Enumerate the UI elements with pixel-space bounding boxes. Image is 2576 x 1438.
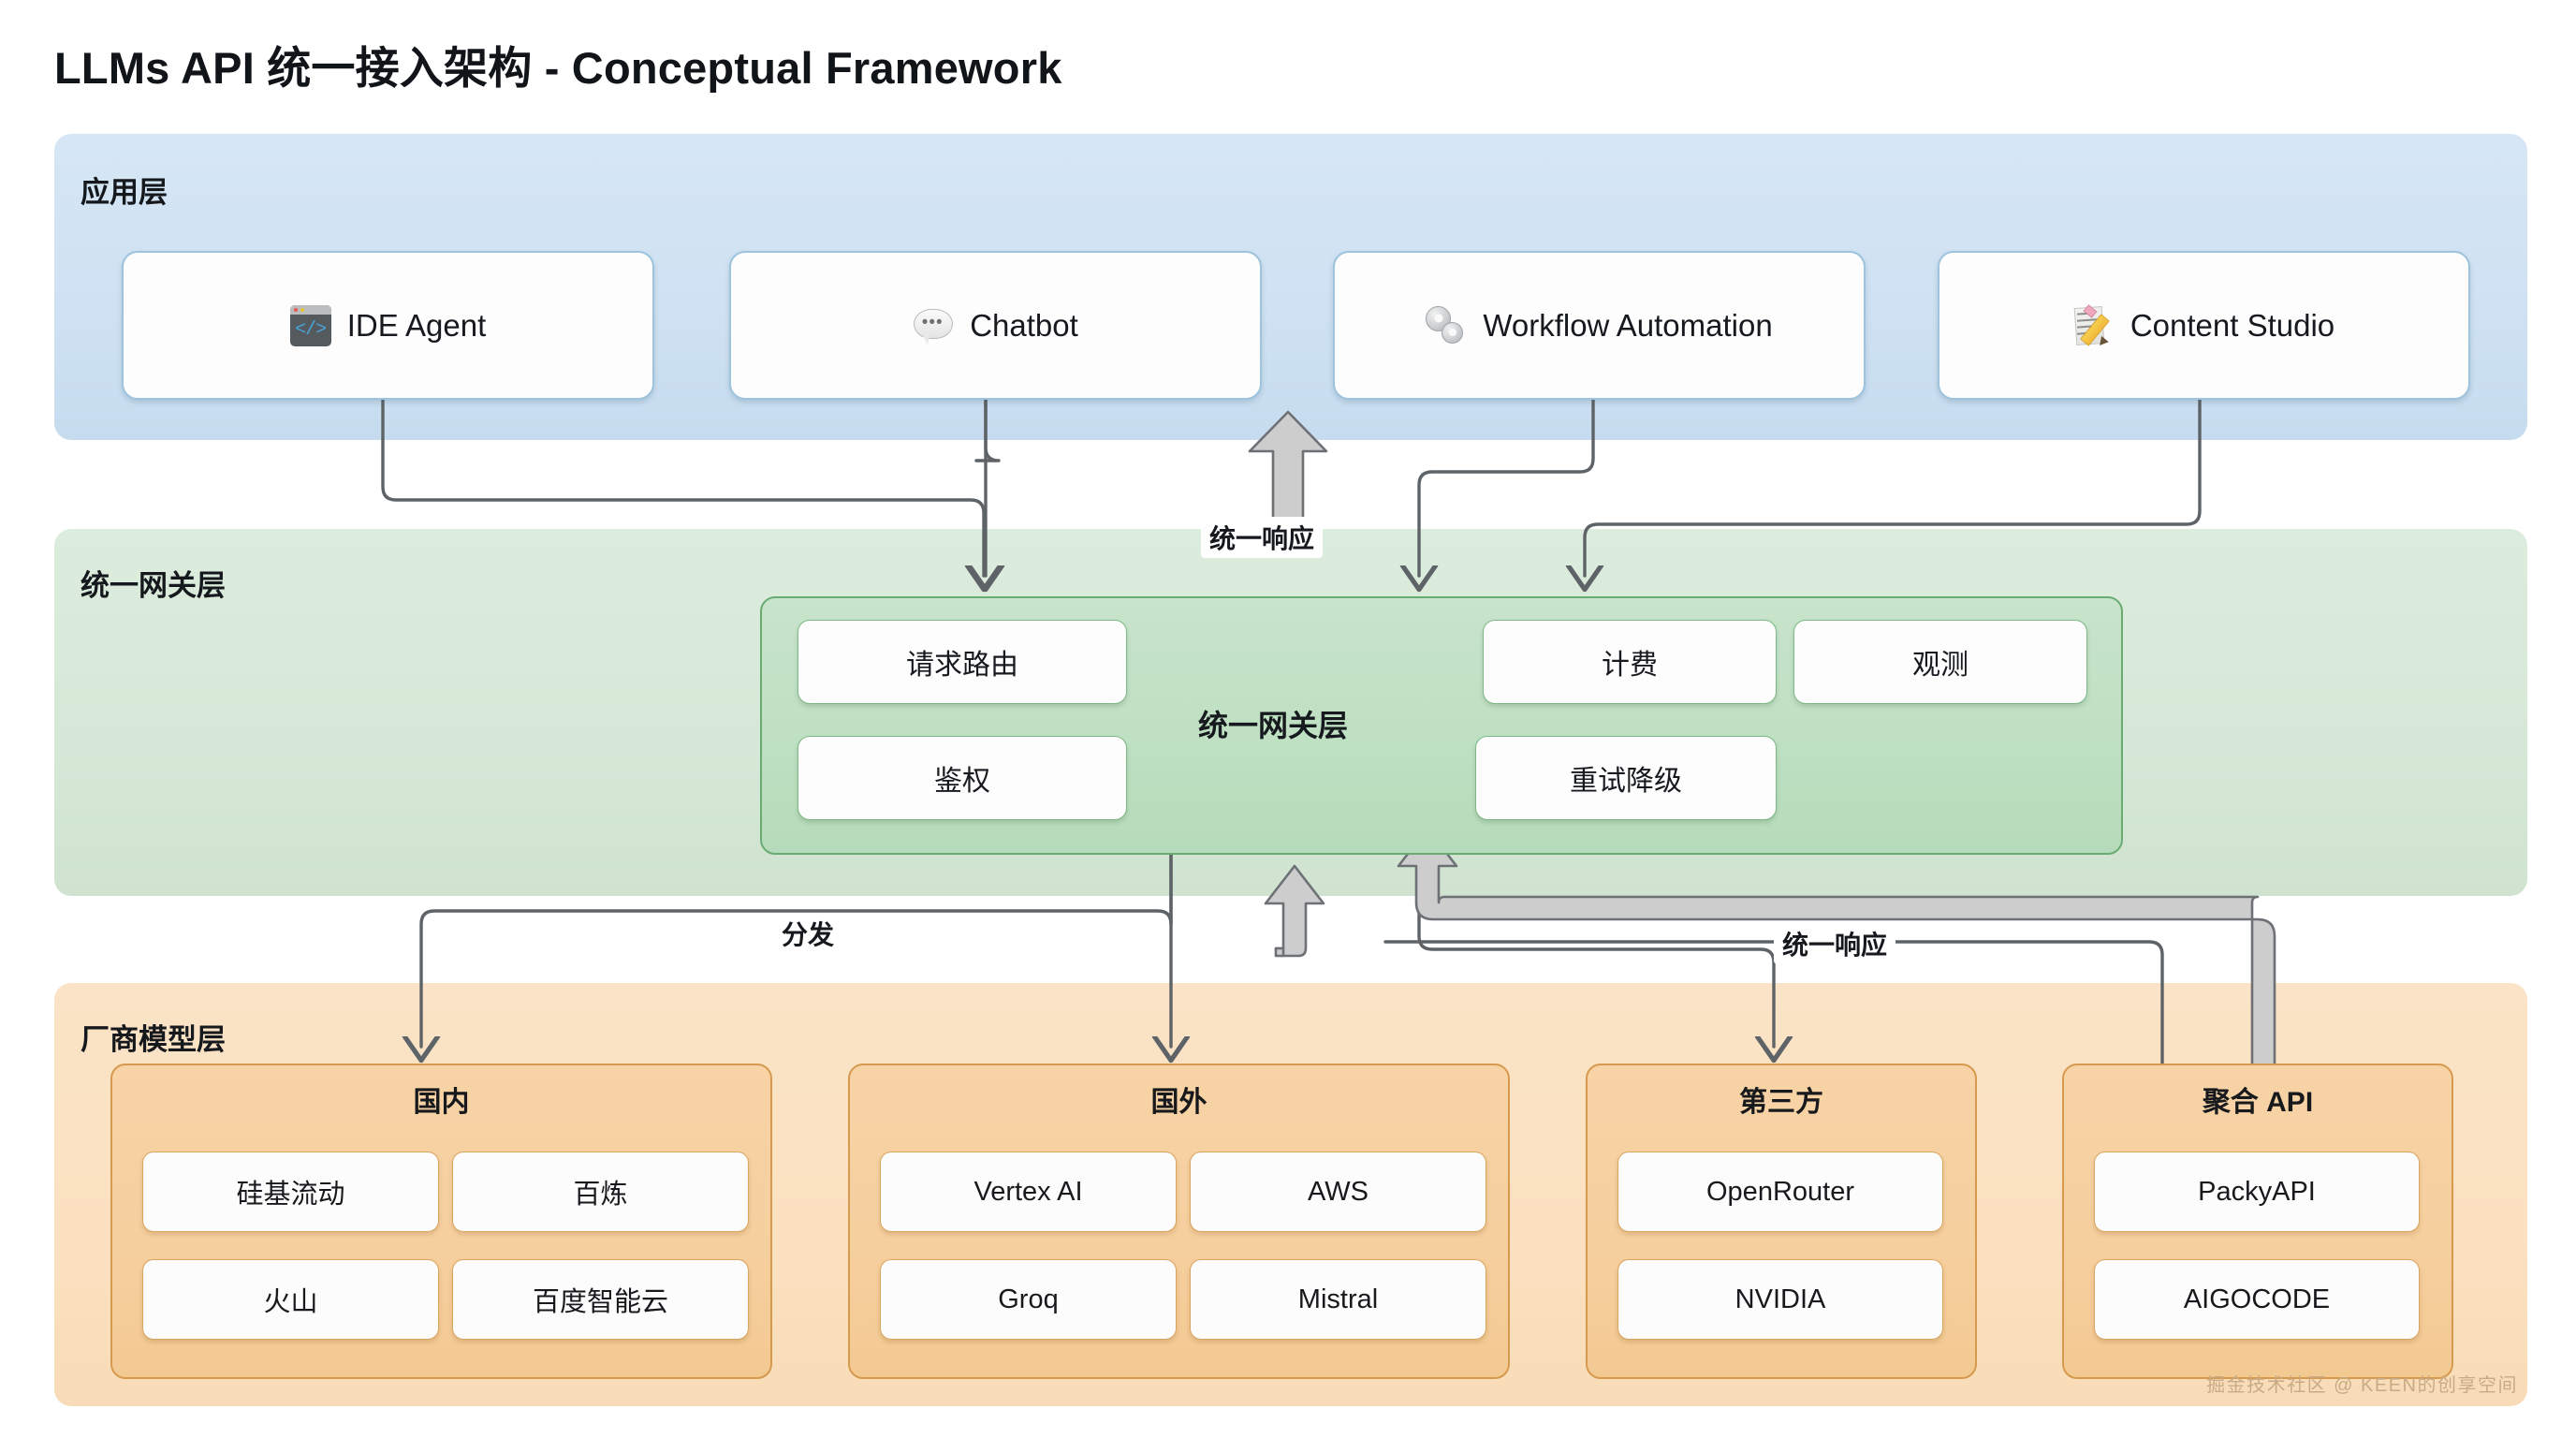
vendor-item-aigocode[interactable]: AIGOCODE (2094, 1259, 2420, 1340)
vendor-group-title: 第三方 (1739, 1087, 1823, 1118)
app-card-workflow-automation[interactable]: Workflow Automation (1333, 251, 1866, 400)
gateway-item-label: 重试降级 (1570, 766, 1682, 797)
vendor-group-title: 国内 (413, 1087, 470, 1118)
edge-label-unified-response-bottom: 统一响应 (1774, 923, 1896, 964)
vendor-item-mistral[interactable]: Mistral (1190, 1259, 1486, 1340)
vendor-item-volcano[interactable]: 火山 (142, 1259, 439, 1340)
gateway-item-retry-fallback[interactable]: 重试降级 (1475, 736, 1777, 820)
code-window-icon: </> (289, 304, 331, 346)
vendor-item-vertex-ai[interactable]: Vertex AI (880, 1152, 1177, 1232)
edge-label-dispatch: 分发 (773, 913, 843, 954)
vendor-item-label: Groq (998, 1284, 1059, 1314)
gateway-center-label: 统一网关层 (1197, 709, 1348, 742)
watermark: 掘金技术社区 @ KEEN的创享空间 (2206, 1375, 2518, 1396)
vendor-item-bailian[interactable]: 百炼 (452, 1152, 749, 1232)
vendor-item-nvidia[interactable]: NVIDIA (1617, 1259, 1943, 1340)
vendor-item-packyapi[interactable]: PackyAPI (2094, 1152, 2420, 1232)
vendor-item-label: 火山 (263, 1287, 318, 1317)
vendor-item-label: 百炼 (573, 1180, 628, 1210)
vendor-item-label: 硅基流动 (236, 1180, 345, 1210)
vendor-item-siliconflow[interactable]: 硅基流动 (142, 1152, 439, 1232)
gateway-item-observability[interactable]: 观测 (1793, 620, 2087, 704)
page-title: LLMs API 统一接入架构 - Conceptual Framework (54, 43, 1062, 93)
app-card-label: Content Studio (2130, 307, 2335, 343)
gateway-item-billing[interactable]: 计费 (1483, 620, 1777, 704)
vendor-item-label: OpenRouter (1706, 1176, 1854, 1207)
gateway-layer-label: 统一网关层 (80, 569, 226, 602)
vendor-item-baidu-cloud[interactable]: 百度智能云 (452, 1259, 749, 1340)
speech-balloon-icon: ••• (913, 305, 954, 346)
vendor-item-label: PackyAPI (2198, 1176, 2316, 1207)
app-card-content-studio[interactable]: Content Studio (1938, 251, 2470, 400)
memo-pencil-icon (2073, 303, 2115, 348)
gears-icon (1426, 305, 1467, 346)
gateway-item-label: 鉴权 (934, 766, 990, 797)
vendor-item-label: AIGOCODE (2183, 1284, 2331, 1314)
vendor-item-aws[interactable]: AWS (1190, 1152, 1486, 1232)
vendor-group-title: 聚合 API (2202, 1087, 2314, 1118)
gateway-item-request-routing[interactable]: 请求路由 (798, 620, 1127, 704)
gateway-item-label: 计费 (1602, 650, 1658, 681)
vendor-item-label: AWS (1308, 1176, 1368, 1207)
app-card-ide-agent[interactable]: </> IDE Agent (122, 251, 654, 400)
vendor-item-label: Vertex AI (973, 1176, 1083, 1207)
vendor-item-groq[interactable]: Groq (880, 1259, 1177, 1340)
vendor-layer-label: 厂商模型层 (80, 1023, 226, 1056)
gateway-item-label: 请求路由 (906, 650, 1018, 681)
application-layer-label: 应用层 (80, 176, 168, 209)
app-card-label: IDE Agent (346, 307, 487, 343)
vendor-group-title: 国外 (1150, 1087, 1208, 1118)
gateway-item-label: 观测 (1912, 650, 1969, 681)
edge-label-unified-response-top: 统一响应 (1201, 517, 1324, 558)
vendor-item-label: NVIDIA (1734, 1284, 1826, 1314)
vendor-item-openrouter[interactable]: OpenRouter (1617, 1152, 1943, 1232)
vendor-item-label: Mistral (1297, 1284, 1379, 1314)
vendor-item-label: 百度智能云 (532, 1287, 668, 1317)
app-card-label: Workflow Automation (1483, 307, 1773, 343)
app-card-chatbot[interactable]: ••• Chatbot (729, 251, 1262, 400)
app-card-label: Chatbot (970, 307, 1078, 343)
gateway-item-auth[interactable]: 鉴权 (798, 736, 1127, 820)
